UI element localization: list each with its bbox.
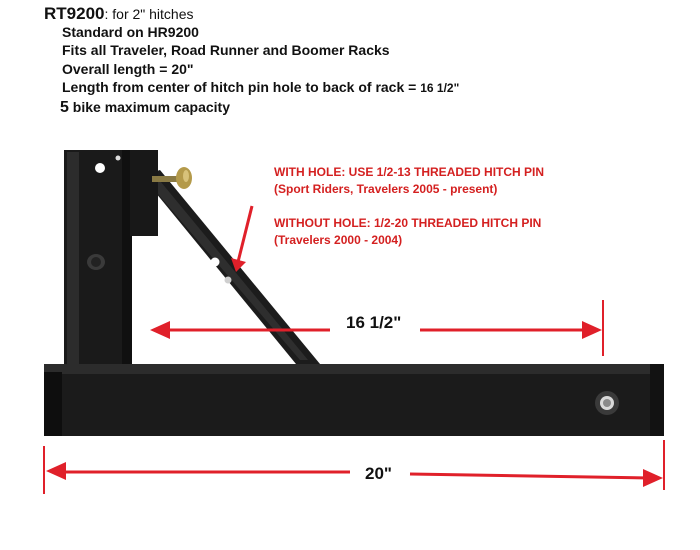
overall-length-line: Overall length = 20": [62, 61, 194, 77]
mast-pin-hole: [95, 163, 105, 173]
model-number: RT9200: [44, 4, 105, 23]
pin-length-label: Length from center of hitch pin hole to …: [62, 79, 421, 95]
capacity-number: 5: [60, 99, 69, 116]
pin-length-line: Length from center of hitch pin hole to …: [62, 79, 459, 95]
without-hole-models: (Travelers 2000 - 2004): [274, 233, 403, 247]
model-suffix: : for 2" hitches: [104, 6, 194, 22]
dimension-label-16: 16 1/2": [346, 313, 402, 332]
with-hole-note: WITH HOLE: USE 1/2-13 THREADED HITCH PIN: [274, 165, 545, 179]
hitch-bar: [44, 364, 664, 436]
without-hole-note: WITHOUT HOLE: 1/2-20 THREADED HITCH PIN: [274, 216, 542, 230]
hole-pointer-arrow: [236, 205, 254, 263]
fits-line: Fits all Traveler, Road Runner and Boome…: [62, 42, 390, 58]
spec-block: RT9200: for 2" hitches Standard on HR920…: [0, 0, 700, 125]
thumb-screw-shaft: [152, 176, 182, 182]
brace-hole: [210, 257, 220, 267]
with-hole-models: (Sport Riders, Travelers 2005 - present): [274, 182, 498, 196]
capacity-line: 5 bike maximum capacity: [60, 99, 230, 117]
standard-on-line: Standard on HR9200: [62, 24, 199, 40]
pin-length-value: 16 1/2": [420, 81, 460, 95]
capacity-text: bike maximum capacity: [68, 99, 230, 115]
dimension-label-20: 20": [365, 464, 392, 483]
model-line: RT9200: for 2" hitches: [44, 4, 194, 24]
